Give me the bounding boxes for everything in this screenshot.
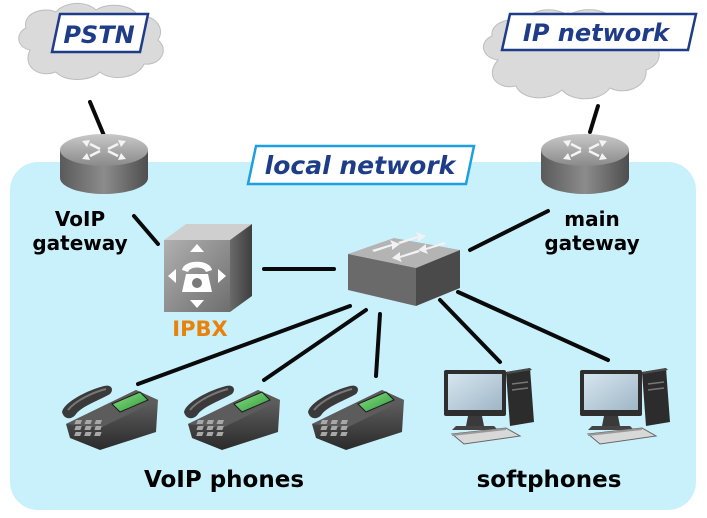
main-gateway-label-line1: main: [564, 207, 619, 231]
pstn-label-box: PSTN: [50, 12, 150, 54]
local-network-label-box: local network: [246, 144, 476, 186]
main-gateway-label-line2: gateway: [544, 231, 639, 255]
router-icon: [58, 132, 150, 196]
switch-device: [348, 232, 460, 306]
local-network-label: local network: [265, 151, 457, 180]
voip-gateway-router: [58, 132, 150, 196]
voip-gateway-label-line2: gateway: [32, 231, 127, 255]
voip-phones-label: VoIP phones: [144, 467, 304, 493]
router-icon: [539, 132, 631, 196]
ip-network-label: IP network: [523, 19, 671, 47]
ipbx-phone-icon: [168, 244, 226, 308]
network-links: [88, 100, 610, 386]
pstn-label: PSTN: [63, 21, 134, 49]
ipbx-device: [164, 224, 252, 312]
main-gateway-router: [539, 132, 631, 196]
voip-gateway-label-line1: VoIP: [55, 207, 105, 231]
ipbx-label: IPBX: [172, 317, 227, 341]
softphones-label: softphones: [477, 467, 622, 493]
ip-network-label-box: IP network: [500, 12, 698, 52]
switch-icon: [372, 232, 446, 262]
